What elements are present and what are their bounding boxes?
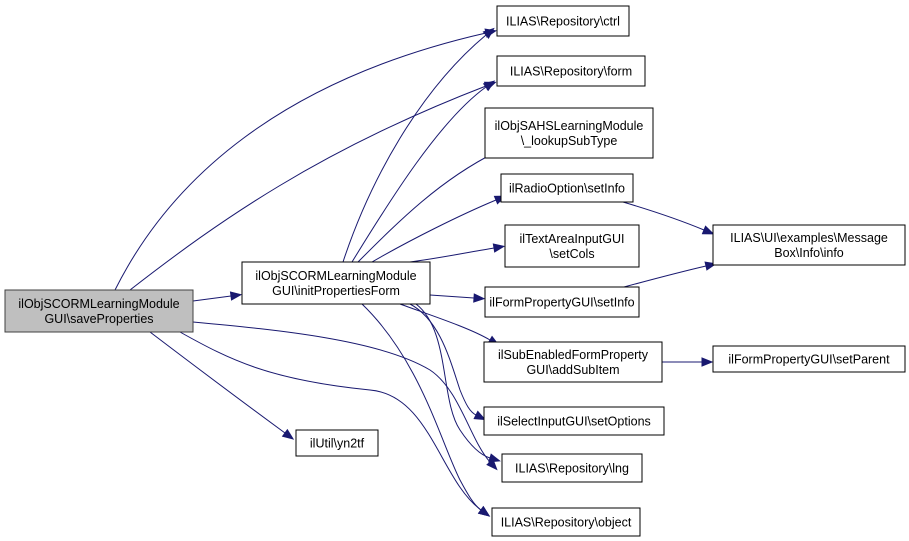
edge-initPropertiesForm-to-lng: [415, 303, 501, 463]
node-label: \setCols: [549, 247, 594, 261]
arrowhead-icon: [488, 453, 501, 463]
node-setParent[interactable]: ilFormPropertyGUI\setParent: [712, 345, 906, 373]
edge-line: [114, 32, 487, 291]
node-setCols[interactable]: ilTextAreaInputGUI\setCols: [504, 224, 640, 268]
arrowhead-icon: [281, 428, 295, 440]
node-box: [712, 224, 906, 266]
edge-initPropertiesForm-to-object: [361, 303, 491, 517]
node-label: GUI\saveProperties: [44, 312, 153, 326]
node-label: ilSubEnabledFormProperty: [498, 348, 649, 362]
edge-radioSetInfo-to-messageBoxInfo: [622, 201, 715, 235]
node-label: ilObjSCORMLearningModule: [255, 269, 416, 283]
arrowhead-icon: [229, 291, 243, 301]
node-saveProperties[interactable]: ilObjSCORMLearningModuleGUI\saveProperti…: [4, 289, 194, 333]
node-label: GUI\addSubItem: [526, 363, 619, 377]
node-initPropertiesForm[interactable]: ilObjSCORMLearningModuleGUI\initProperti…: [241, 261, 431, 305]
nodes-layer: ilObjSCORMLearningModuleGUI\saveProperti…: [4, 5, 906, 537]
node-box: [504, 224, 640, 268]
arrowhead-icon: [482, 80, 496, 92]
node-box: [295, 429, 379, 457]
edge-line: [129, 85, 487, 291]
node-box: [496, 55, 646, 87]
node-label: ILIAS\UI\examples\Message: [730, 231, 888, 245]
edge-saveProperties-to-ctrl: [114, 28, 498, 291]
node-box: [500, 173, 634, 203]
node-label: \_lookupSubType: [521, 134, 618, 148]
edge-line: [399, 303, 491, 341]
edge-line: [192, 295, 232, 302]
node-label: ILIAS\Repository\object: [501, 516, 632, 530]
arrowhead-icon: [492, 243, 506, 253]
node-label: ilObjSAHSLearningModule: [495, 119, 644, 133]
node-label: ilObjSCORMLearningModule: [18, 297, 179, 311]
edge-saveProperties-to-object: [179, 331, 491, 517]
edge-line: [149, 331, 286, 434]
edge-line: [409, 247, 495, 263]
edge-line: [409, 303, 477, 416]
edge-initPropertiesForm-to-ctrl: [342, 27, 495, 263]
edge-line: [179, 331, 482, 511]
node-box: [712, 345, 906, 373]
arrowhead-icon: [473, 293, 486, 303]
edge-initPropertiesForm-to-addSubItem: [399, 303, 500, 346]
node-label: ILIAS\Repository\form: [510, 65, 632, 79]
edge-line: [192, 321, 491, 463]
node-label: Box\Info\info: [774, 246, 844, 260]
node-box: [484, 286, 640, 318]
arrowhead-icon: [482, 27, 495, 39]
node-radioSetInfo[interactable]: ilRadioOption\setInfo: [500, 173, 634, 203]
node-label: ilRadioOption\setInfo: [509, 182, 625, 196]
node-label: ILIAS\Repository\lng: [515, 462, 629, 476]
edge-line: [622, 201, 705, 231]
node-label: ilTextAreaInputGUI: [520, 232, 625, 246]
arrowhead-icon: [473, 410, 487, 421]
node-ctrl[interactable]: ILIAS\Repository\ctrl: [496, 5, 630, 37]
node-box: [4, 289, 194, 333]
edge-line: [371, 199, 497, 263]
node-box: [496, 5, 630, 37]
node-box: [483, 406, 665, 436]
node-box: [241, 261, 431, 305]
edge-initPropertiesForm-to-form: [351, 80, 496, 263]
edge-initPropertiesForm-to-lookupSubType: [357, 146, 507, 263]
node-form[interactable]: ILIAS\Repository\form: [496, 55, 646, 87]
node-yn2tf[interactable]: ilUtil\yn2tf: [295, 429, 379, 457]
node-label: ilFormPropertyGUI\setInfo: [489, 296, 634, 310]
node-box: [491, 507, 641, 537]
arrowhead-icon: [701, 225, 715, 235]
node-formPropSetInfo[interactable]: ilFormPropertyGUI\setInfo: [484, 286, 640, 318]
edge-line: [361, 303, 482, 511]
node-lookupSubType[interactable]: ilObjSAHSLearningModule\_lookupSubType: [484, 107, 654, 159]
edge-addSubItem-to-setParent: [662, 357, 714, 367]
edge-saveProperties-to-initPropertiesForm: [192, 291, 243, 302]
arrowhead-icon: [701, 357, 714, 367]
edge-saveProperties-to-yn2tf: [149, 331, 295, 440]
node-label: ilUtil\yn2tf: [310, 437, 365, 451]
edge-initPropertiesForm-to-setCols: [409, 243, 506, 263]
node-label: ILIAS\Repository\ctrl: [506, 15, 620, 29]
edge-line: [415, 303, 491, 459]
node-object[interactable]: ILIAS\Repository\object: [491, 507, 641, 537]
edge-line: [351, 86, 487, 263]
node-label: GUI\initPropertiesForm: [272, 284, 400, 298]
node-box: [501, 453, 643, 483]
node-label: ilSelectInputGUI\setOptions: [497, 415, 651, 429]
edge-line: [357, 151, 497, 263]
node-lng[interactable]: ILIAS\Repository\lng: [501, 453, 643, 483]
edge-initPropertiesForm-to-formPropSetInfo: [429, 293, 486, 303]
node-box: [483, 341, 663, 383]
arrowhead-icon: [477, 505, 491, 517]
node-box: [484, 107, 654, 159]
edge-line: [429, 294, 475, 299]
node-label: ilFormPropertyGUI\setParent: [728, 353, 890, 367]
edge-line: [623, 265, 707, 288]
edge-line: [342, 34, 487, 263]
node-setOptions[interactable]: ilSelectInputGUI\setOptions: [483, 406, 665, 436]
